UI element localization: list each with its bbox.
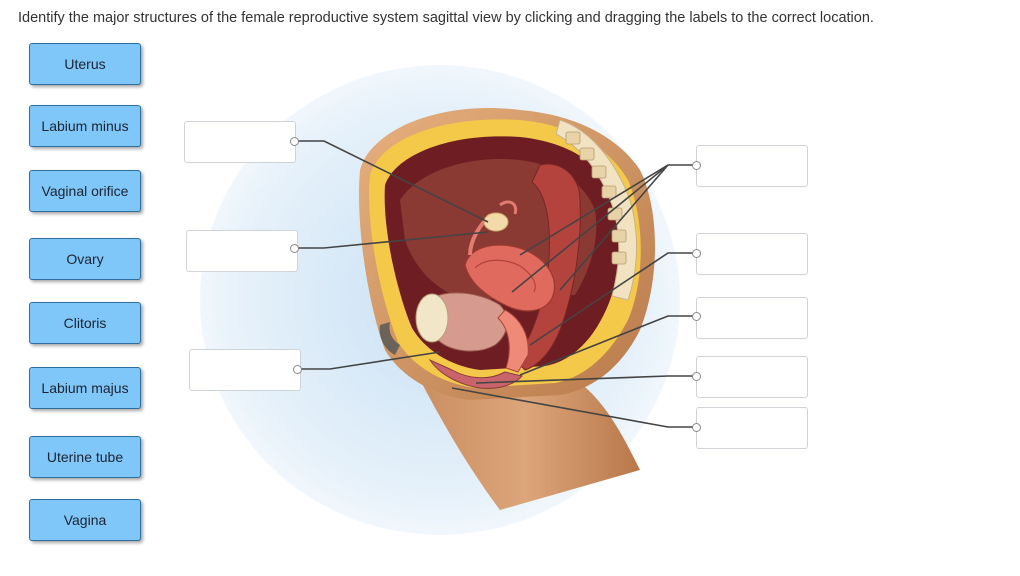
label-chip-vagina[interactable]: Vagina: [29, 499, 141, 541]
drop-target-5[interactable]: [696, 233, 808, 275]
anchor-point: [692, 249, 701, 258]
label-chip-uterine-tube[interactable]: Uterine tube: [29, 436, 141, 478]
anchor-point: [692, 372, 701, 381]
label-chip-uterus[interactable]: Uterus: [29, 43, 141, 85]
drop-target-3[interactable]: [189, 349, 301, 391]
label-chip-clitoris[interactable]: Clitoris: [29, 302, 141, 344]
label-chip-labium-majus[interactable]: Labium majus: [29, 367, 141, 409]
anchor-point: [692, 312, 701, 321]
drop-target-1[interactable]: [184, 121, 296, 163]
drop-target-7[interactable]: [696, 356, 808, 398]
drop-target-4[interactable]: [696, 145, 808, 187]
anchor-point: [293, 365, 302, 374]
anchor-point: [692, 161, 701, 170]
anchor-point: [692, 423, 701, 432]
label-chip-vaginal-orifice[interactable]: Vaginal orifice: [29, 170, 141, 212]
instructions-text: Identify the major structures of the fem…: [18, 10, 874, 26]
label-chip-ovary[interactable]: Ovary: [29, 238, 141, 280]
drop-target-2[interactable]: [186, 230, 298, 272]
drop-target-6[interactable]: [696, 297, 808, 339]
anchor-point: [290, 137, 299, 146]
label-chip-labium-minus[interactable]: Labium minus: [29, 105, 141, 147]
anchor-point: [290, 244, 299, 253]
drop-target-8[interactable]: [696, 407, 808, 449]
